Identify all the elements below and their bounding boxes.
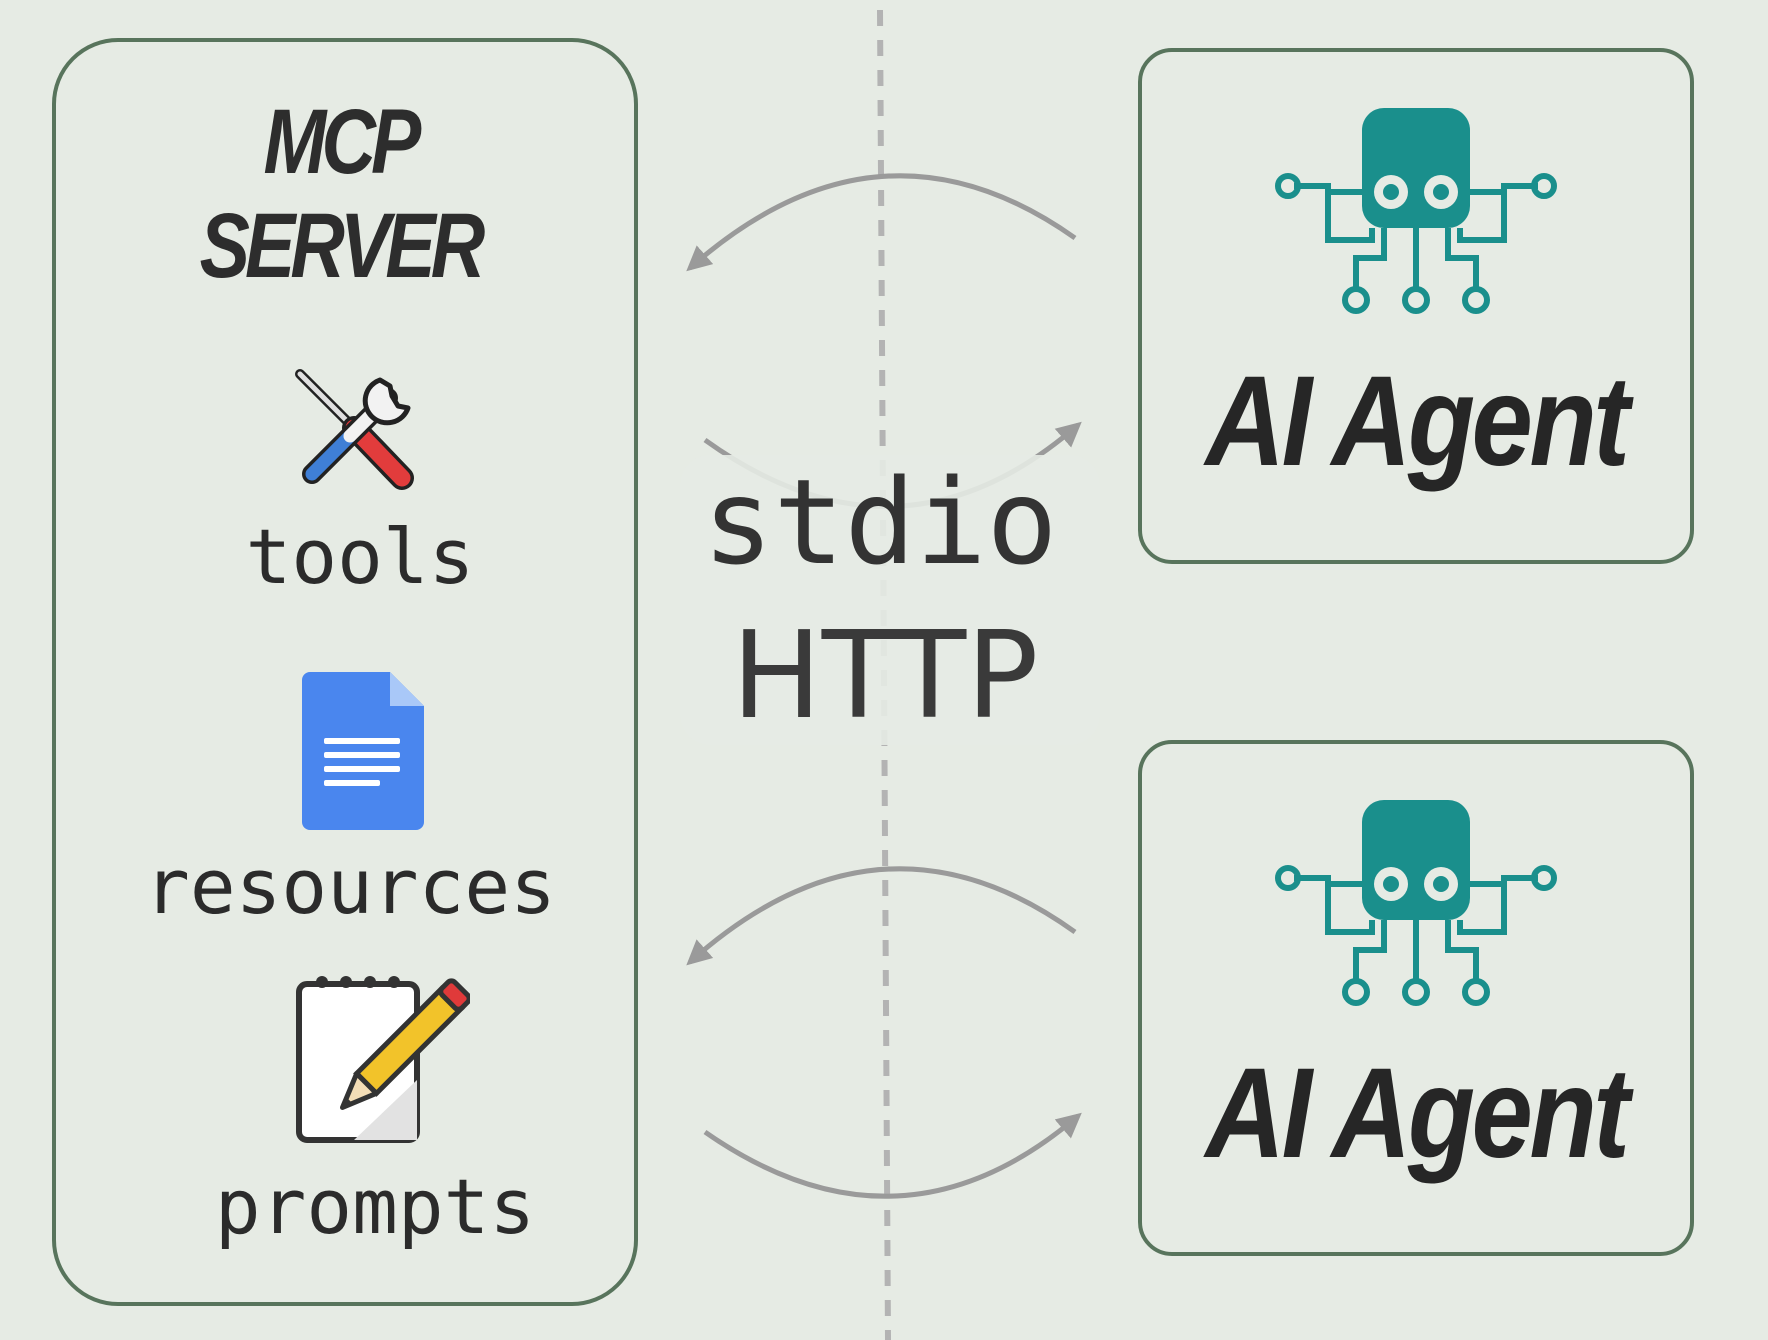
ai-agent-box-2: AI Agent bbox=[1138, 740, 1694, 1256]
arrow-agent2-to-server bbox=[686, 866, 1077, 966]
mcp-server-box bbox=[52, 38, 638, 1306]
ai-agent-box-1: AI Agent bbox=[1138, 48, 1694, 564]
agent-label-2: AI Agent bbox=[1205, 1042, 1630, 1185]
prompts-label: prompts bbox=[214, 1162, 536, 1251]
http-label: HTTP bbox=[731, 607, 1039, 746]
arrow-server-to-agent2 bbox=[703, 1112, 1082, 1199]
robot-octopus-icon bbox=[1275, 108, 1557, 314]
robot-octopus-icon bbox=[1275, 800, 1557, 1006]
resources-label: resources bbox=[144, 842, 556, 931]
document-icon bbox=[302, 672, 424, 830]
protocol-label-backdrop bbox=[680, 455, 1100, 745]
arrow-agent1-to-server bbox=[686, 173, 1077, 272]
agent-label-1: AI Agent bbox=[1205, 350, 1630, 493]
notepad-pencil-icon bbox=[296, 976, 470, 1143]
tools-label: tools bbox=[245, 512, 475, 601]
stdio-label: stdio bbox=[702, 453, 1058, 591]
tools-icon bbox=[295, 369, 414, 490]
server-title: MCP SERVER bbox=[199, 91, 486, 297]
